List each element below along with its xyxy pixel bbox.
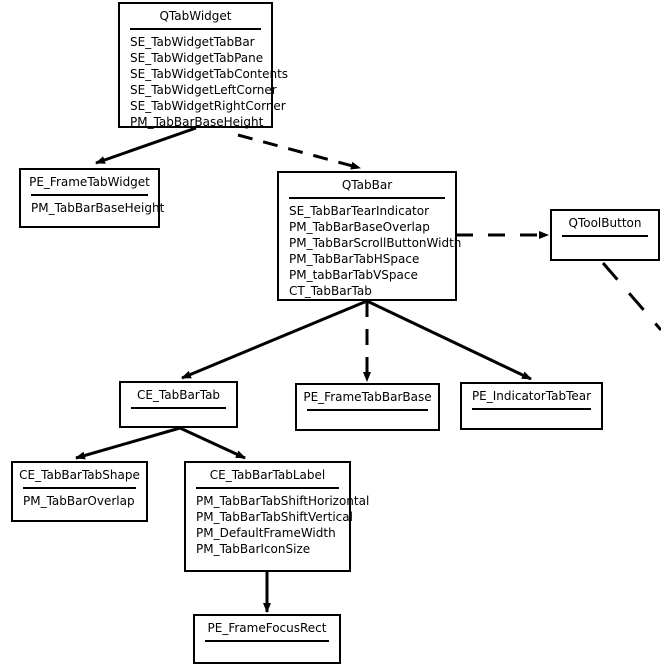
node-title: CE_TabBarTab bbox=[136, 388, 221, 402]
node-attribute: SE_TabWidgetTabPane bbox=[130, 51, 264, 65]
node-title: QToolButton bbox=[568, 216, 642, 230]
node-pe-indicatortabtear[interactable]: PE_IndicatorTabTear bbox=[460, 382, 603, 430]
node-title: PE_FrameTabWidget bbox=[29, 175, 150, 189]
node-title: CE_TabBarTabLabel bbox=[209, 468, 326, 482]
node-attribute: SE_TabWidgetLeftCorner bbox=[130, 83, 277, 97]
node-title: QTabBar bbox=[341, 178, 393, 192]
node-divider bbox=[130, 28, 261, 30]
edge-qtabbar-to-pe-indicatortabtear bbox=[366, 299, 532, 381]
node-attribute-list: SE_TabBarTearIndicator PM_TabBarBaseOver… bbox=[279, 199, 462, 303]
node-divider bbox=[205, 640, 329, 642]
node-ce-tabbartab[interactable]: CE_TabBarTab bbox=[119, 381, 238, 428]
node-divider bbox=[131, 407, 226, 409]
node-attribute-list: PM_TabBarTabShiftHorizontal PM_TabBarTab… bbox=[186, 489, 370, 561]
node-attribute-list bbox=[462, 410, 601, 428]
node-title: PE_FrameFocusRect bbox=[207, 621, 327, 635]
edge-ce-tabbartab-to-ce-tabbartablabel bbox=[179, 426, 246, 460]
node-divider bbox=[307, 409, 428, 411]
node-attribute: SE_TabWidgetTabBar bbox=[130, 35, 255, 49]
node-attribute: PM_TabBarIconSize bbox=[196, 542, 311, 556]
node-divider bbox=[289, 197, 445, 199]
node-pe-framefocusrect[interactable]: PE_FrameFocusRect bbox=[193, 614, 341, 664]
node-qtoolbutton[interactable]: QToolButton bbox=[550, 209, 660, 261]
node-attribute-list: SE_TabWidgetTabBar SE_TabWidgetTabPane S… bbox=[120, 30, 289, 134]
node-attribute: PM_TabBarOverlap bbox=[23, 494, 135, 508]
node-divider bbox=[562, 235, 648, 237]
edge-qtabbar-to-ce-tabbartab bbox=[181, 299, 368, 380]
node-attribute: PM_TabBarBaseHeight bbox=[130, 115, 264, 129]
node-divider bbox=[472, 408, 591, 410]
edge-ce-tabbartab-to-ce-tabbartabshape bbox=[75, 426, 181, 460]
node-divider bbox=[196, 487, 339, 489]
node-attribute: PM_TabBarBaseOverlap bbox=[289, 220, 430, 234]
node-ce-tabbartablabel[interactable]: CE_TabBarTabLabel PM_TabBarTabShiftHoriz… bbox=[184, 461, 370, 572]
node-attribute-list bbox=[121, 409, 236, 427]
node-attribute-list: PM_TabBarOverlap bbox=[13, 489, 146, 513]
node-attribute: CT_TabBarTab bbox=[289, 284, 372, 298]
node-attribute: PM_TabBarBaseHeight bbox=[31, 201, 165, 215]
node-attribute-list bbox=[552, 237, 658, 255]
node-attribute-list bbox=[195, 642, 339, 660]
node-attribute: SE_TabBarTearIndicator bbox=[289, 204, 430, 218]
edge-qtoolbutton-to-offscreen bbox=[601, 262, 661, 331]
node-title: PE_FrameTabBarBase bbox=[303, 390, 432, 404]
node-attribute: PM_tabBarTabVSpace bbox=[289, 268, 418, 282]
node-title: QTabWidget bbox=[159, 9, 232, 23]
node-attribute: PM_TabBarTabShiftVertical bbox=[196, 510, 353, 524]
node-ce-tabbartabshape[interactable]: CE_TabBarTabShape PM_TabBarOverlap bbox=[11, 461, 148, 522]
node-divider bbox=[23, 487, 136, 489]
node-title: CE_TabBarTabShape bbox=[19, 468, 140, 482]
node-attribute-list: PM_TabBarBaseHeight bbox=[21, 196, 165, 220]
node-attribute: PM_TabBarTabHSpace bbox=[289, 252, 420, 266]
node-attribute: PM_DefaultFrameWidth bbox=[196, 526, 336, 540]
node-pe-frametabwidget[interactable]: PE_FrameTabWidget PM_TabBarBaseHeight bbox=[19, 168, 165, 228]
node-attribute: PM_TabBarScrollButtonWidth bbox=[289, 236, 462, 250]
node-attribute: SE_TabWidgetRightCorner bbox=[130, 99, 286, 113]
node-attribute-list bbox=[297, 411, 438, 429]
node-qtabbar[interactable]: QTabBar SE_TabBarTearIndicator PM_TabBar… bbox=[277, 171, 462, 303]
node-qtabwidget[interactable]: QTabWidget SE_TabWidgetTabBar SE_TabWidg… bbox=[118, 2, 288, 129]
node-attribute: SE_TabWidgetTabContents bbox=[130, 67, 289, 81]
node-attribute: PM_TabBarTabShiftHorizontal bbox=[196, 494, 370, 508]
edge-qtabwidget-to-qtabbar bbox=[237, 133, 361, 170]
node-divider bbox=[31, 194, 148, 196]
node-title: PE_IndicatorTabTear bbox=[471, 389, 592, 403]
node-pe-frametabbarbase[interactable]: PE_FrameTabBarBase bbox=[295, 383, 440, 431]
